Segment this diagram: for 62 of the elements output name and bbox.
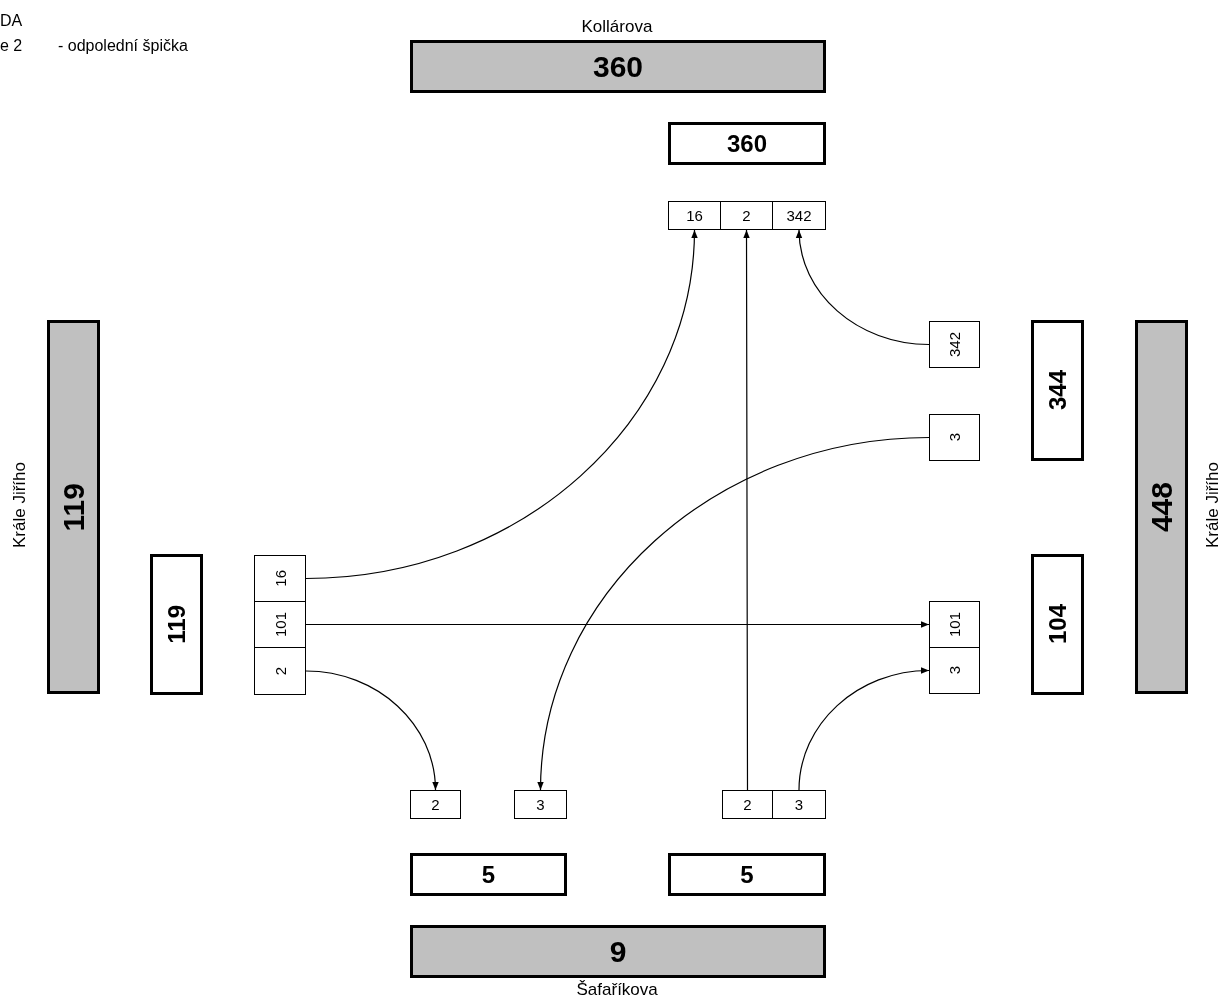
traffic-count: 5 — [740, 860, 754, 889]
street-total-bar — [1135, 320, 1188, 694]
approach-total-box — [150, 554, 203, 695]
turning-movement-arrow — [305, 229, 698, 580]
street-name: Krále Jiřího — [10, 462, 30, 548]
traffic-count: 360 — [726, 129, 767, 158]
lane-count-box — [254, 555, 306, 602]
traffic-count: 16 — [271, 570, 289, 587]
traffic-count: 101 — [946, 612, 963, 637]
lane-count-box — [929, 647, 980, 694]
traffic-count: 5 — [481, 860, 496, 889]
lane-count-box — [929, 414, 980, 461]
approach-total-box — [668, 853, 826, 896]
street-total-bar — [410, 925, 826, 978]
lane-count-box — [929, 601, 980, 648]
traffic-count: 104 — [1043, 604, 1072, 645]
lane-count-box — [668, 201, 721, 230]
approach-total-box — [668, 122, 826, 165]
traffic-count: 448 — [1144, 481, 1179, 533]
traffic-count: 360 — [592, 49, 644, 84]
street-total-bar — [47, 320, 100, 694]
traffic-count: 2 — [271, 666, 289, 676]
traffic-count: 101 — [271, 612, 289, 637]
traffic-count: 344 — [1043, 370, 1072, 411]
turning-movement-arrow — [537, 436, 930, 791]
turning-movement-arrow — [798, 667, 930, 791]
traffic-count: 2 — [742, 207, 751, 224]
lane-count-box — [410, 790, 461, 819]
turning-movement-arrow — [305, 670, 439, 791]
street-name: Kollárova — [581, 17, 653, 37]
traffic-count: 3 — [946, 433, 963, 442]
lane-count-box — [929, 321, 980, 368]
turning-movement-arrow — [796, 229, 930, 346]
lane-count-box — [722, 790, 773, 819]
approach-total-box — [1031, 320, 1084, 461]
lane-count-box — [254, 647, 306, 695]
lane-count-box — [772, 790, 826, 819]
traffic-count: 342 — [786, 207, 812, 224]
traffic-count: 3 — [794, 796, 804, 813]
traffic-count: 2 — [431, 796, 440, 813]
street-name: Krále Jiřího — [1203, 462, 1223, 548]
traffic-count: 342 — [946, 332, 963, 357]
traffic-count: 3 — [946, 666, 963, 675]
approach-total-box — [410, 853, 567, 896]
traffic-count: 2 — [743, 796, 752, 813]
traffic-count: 119 — [56, 482, 91, 532]
note-text: - odpolední špička — [58, 37, 188, 55]
street-total-bar — [410, 40, 826, 93]
lane-count-box — [514, 790, 567, 819]
turning-movement-arrow — [305, 621, 930, 628]
turning-movement-arrow — [743, 229, 750, 791]
traffic-count: 9 — [609, 934, 627, 969]
traffic-count: 16 — [686, 207, 703, 224]
traffic-count: 119 — [162, 605, 191, 644]
lane-count-box — [254, 601, 306, 648]
traffic-count: 3 — [536, 796, 545, 813]
note-text: e 2 — [0, 37, 23, 55]
lane-count-box — [772, 201, 826, 230]
street-name: Šafaříkova — [576, 980, 658, 1000]
lane-count-box — [720, 201, 773, 230]
approach-total-box — [1031, 554, 1084, 695]
note-text: DA — [0, 12, 23, 30]
